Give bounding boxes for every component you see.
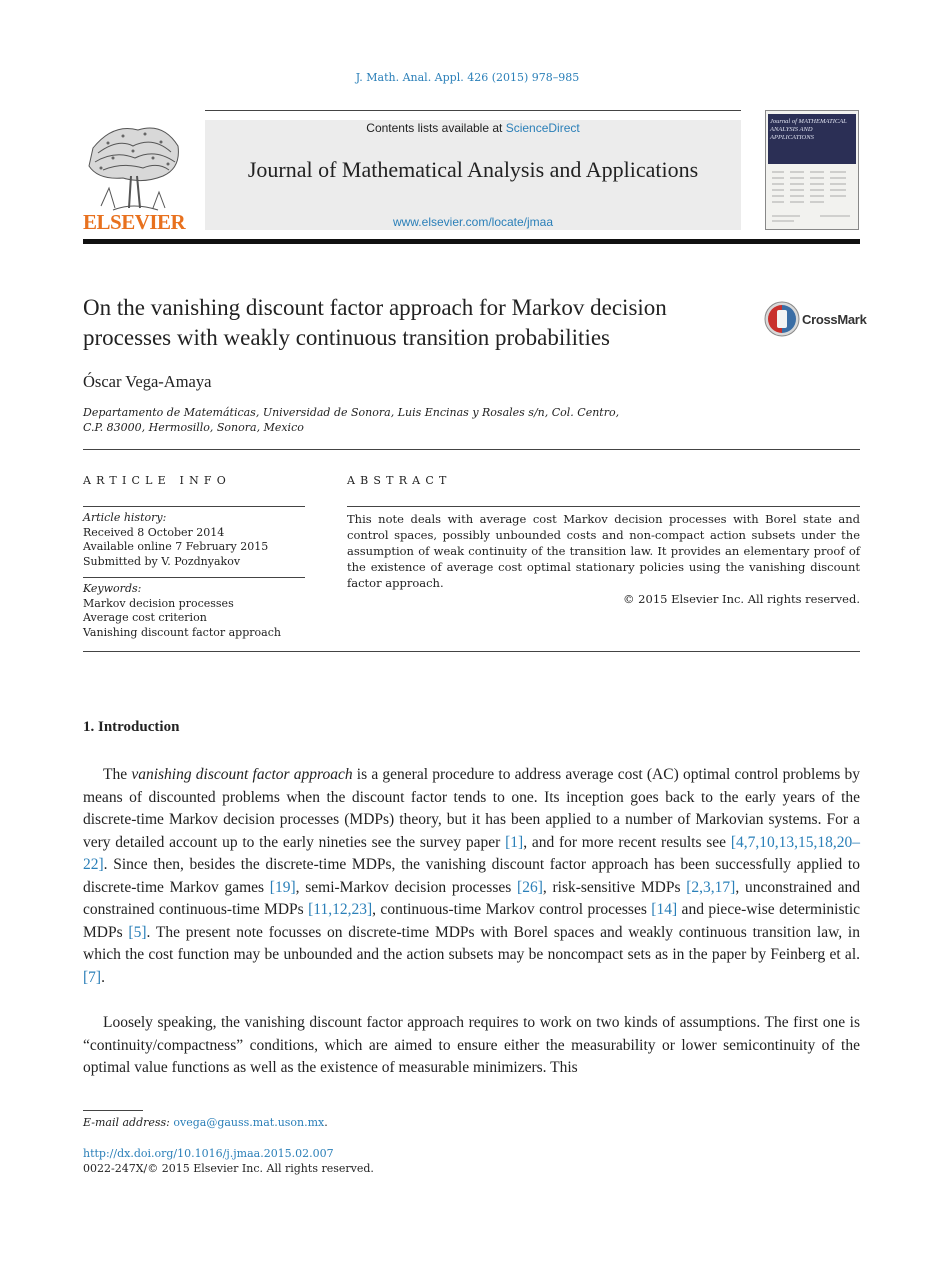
- elsevier-tree-logo: [88, 127, 179, 211]
- crossmark-icon[interactable]: [764, 301, 800, 337]
- history-label: Article history:: [83, 511, 167, 524]
- doi-link[interactable]: http://dx.doi.org/10.1016/j.jmaa.2015.02…: [83, 1147, 334, 1160]
- text-run: .: [101, 968, 105, 986]
- keywords-label: Keywords:: [83, 582, 142, 595]
- abstract-text: This note deals with average cost Markov…: [347, 512, 860, 590]
- front-matter-bottom-rule: [83, 651, 860, 652]
- keyword-item: Average cost criterion: [83, 611, 207, 624]
- citation-ref[interactable]: [2,3,17]: [686, 878, 736, 896]
- section-heading: 1. Introduction: [83, 719, 180, 735]
- citation-ref[interactable]: [26]: [517, 878, 543, 896]
- text-run: The: [103, 766, 132, 783]
- affiliation-line: Departamento de Matemáticas, Universidad…: [83, 406, 620, 419]
- contents-prefix: Contents lists available at: [366, 121, 506, 135]
- journal-citation-link[interactable]: J. Math. Anal. Appl. 426 (2015) 978–985: [355, 71, 580, 84]
- title-divider: [83, 449, 860, 450]
- text-run: . The present note focusses on discrete-…: [83, 923, 860, 964]
- text-run: .: [324, 1116, 328, 1129]
- citation-ref[interactable]: [5]: [128, 923, 147, 941]
- email-label: E-mail address:: [83, 1116, 174, 1129]
- article-title: On the vanishing discount factor approac…: [83, 295, 667, 350]
- intro-paragraph: Loosely speaking, the vanishing discount…: [83, 1014, 860, 1076]
- text-run: . Since then, besides the discrete-time …: [83, 856, 860, 896]
- author-email-link[interactable]: ovega@gauss.mat.uson.mx: [173, 1116, 325, 1129]
- citation-ref[interactable]: [19]: [269, 878, 296, 896]
- abstract-heading: ABSTRACT: [347, 474, 452, 487]
- history-item: Submitted by V. Pozdnyakov: [83, 554, 241, 568]
- abstract-copyright: © 2015 Elsevier Inc. All rights reserved…: [623, 592, 860, 606]
- keyword-item: Vanishing discount factor approach: [83, 625, 281, 639]
- sciencedirect-link[interactable]: ScienceDirect: [505, 121, 580, 135]
- email-footnote: E-mail address: ovega@gauss.mat.uson.mx.: [83, 1116, 328, 1131]
- header-thick-rule: [83, 239, 860, 244]
- text-run: is a general procedure to address averag…: [83, 766, 860, 851]
- journal-header-box: [205, 120, 741, 230]
- article-info-heading: ARTICLE INFO: [83, 474, 231, 487]
- affiliation-line: C.P. 83000, Hermosillo, Sonora, Mexico: [83, 421, 304, 434]
- text-run: and piece-wise deterministic MDPs: [83, 901, 861, 941]
- keywords-block: Keywords: Markov decision processes Aver…: [83, 582, 305, 640]
- issn-copyright: 0022-247X/© 2015 Elsevier Inc. All right…: [83, 1162, 374, 1175]
- abstract-rule: [347, 506, 860, 507]
- citation-ref[interactable]: [4,7,10,13,15,18,20–22]: [83, 833, 860, 874]
- journal-name: Journal of Mathematical Analysis and App…: [247, 157, 699, 182]
- emphasis-text: vanishing discount factor approach: [131, 766, 353, 783]
- footnote-rule: [83, 1110, 143, 1111]
- citation-ref[interactable]: [7]: [83, 968, 102, 986]
- text-run: , risk-sensitive MDPs: [542, 878, 687, 896]
- text-run: , semi-Markov decision processes: [295, 878, 518, 896]
- journal-cover-title: Journal of MATHEMATICAL ANALYSIS AND APP…: [770, 118, 847, 141]
- journal-url-link[interactable]: www.elsevier.com/locate/jmaa: [392, 215, 554, 229]
- citation-ref[interactable]: [14]: [651, 901, 678, 918]
- contents-availability: Contents lists available at ScienceDirec…: [205, 121, 741, 135]
- header-top-rule: [205, 110, 741, 111]
- author-name: Óscar Vega-Amaya: [83, 372, 212, 391]
- intro-paragraph: The vanishing discount factor approach i…: [83, 764, 860, 989]
- citation-ref[interactable]: [1]: [505, 833, 524, 851]
- article-info-rule: [83, 506, 305, 507]
- history-item: Received 8 October 2014: [83, 525, 225, 539]
- history-item: Available online 7 February 2015: [83, 540, 269, 553]
- text-run: , and for more recent results see: [523, 833, 731, 851]
- keyword-item: Markov decision processes: [83, 596, 234, 610]
- text-run: , continuous-time Markov control process…: [372, 901, 652, 918]
- keywords-rule: [83, 577, 305, 578]
- article-history: Article history: Received 8 October 2014…: [83, 511, 305, 569]
- journal-cover-contents: [772, 171, 850, 222]
- journal-cover-band: [768, 114, 856, 164]
- text-run: , unconstrained and constrained continuo…: [83, 878, 861, 919]
- citation-ref[interactable]: [11,12,23]: [308, 901, 373, 918]
- author-affiliation: Departamento de Matemáticas, Universidad…: [83, 405, 723, 435]
- crossmark-label[interactable]: CrossMark: [802, 312, 867, 327]
- elsevier-wordmark: ELSEVIER: [83, 210, 186, 234]
